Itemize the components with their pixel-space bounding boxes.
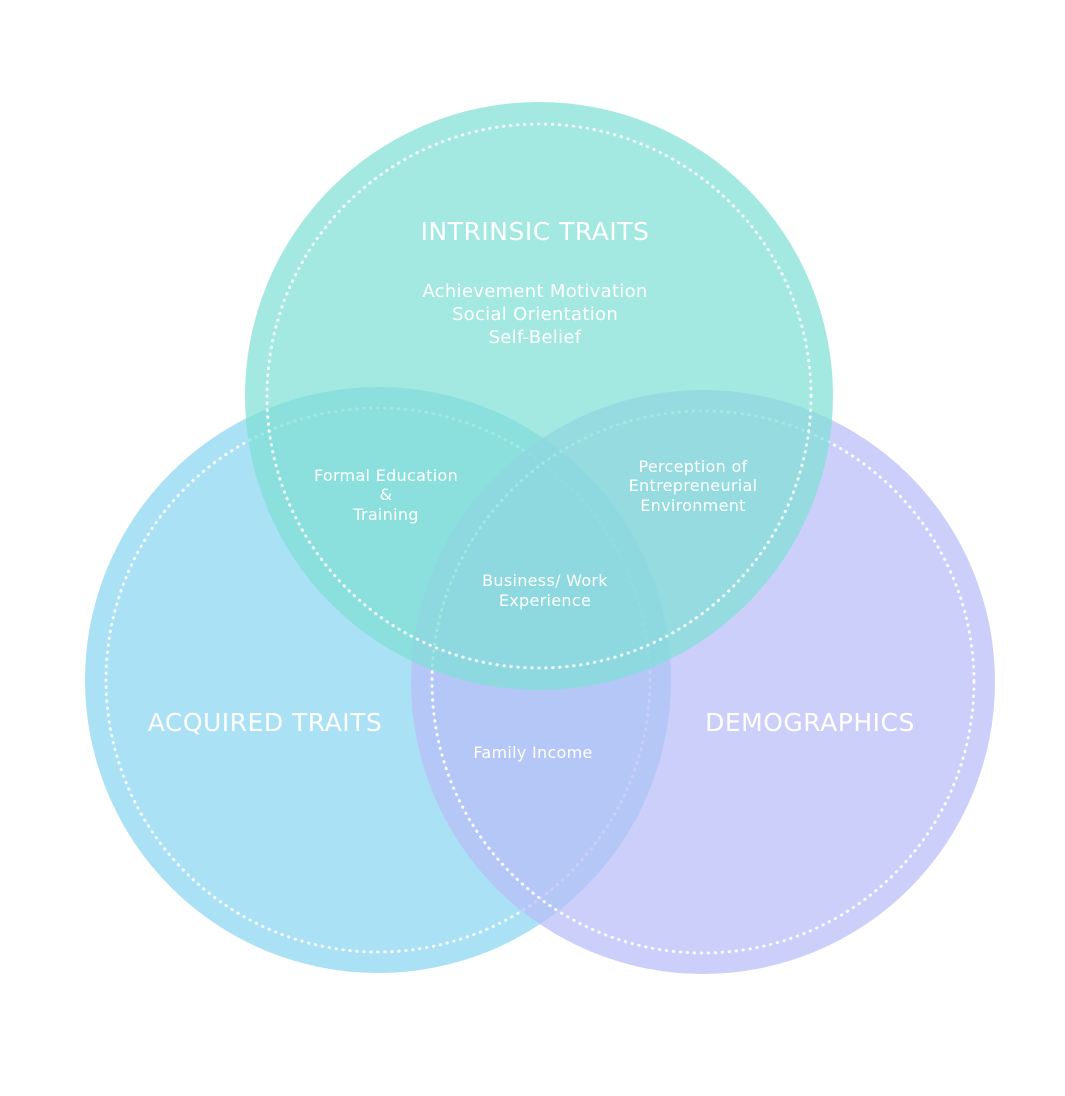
overlap-intrinsic-acquired-line: & [380, 485, 393, 504]
overlap-intrinsic-demographics-line: Perception of [638, 457, 747, 476]
circle-intrinsic [245, 102, 833, 690]
acquired-title: ACQUIRED TRAITS [148, 708, 383, 737]
intrinsic-title: INTRINSIC TRAITS [421, 217, 650, 246]
overlap-intrinsic-acquired-line: Training [352, 505, 419, 524]
overlap-center-line: Experience [499, 591, 591, 610]
overlap-intrinsic-acquired-line: Formal Education [314, 466, 458, 485]
overlap-intrinsic-demographics-line: Entrepreneurial [629, 476, 758, 495]
overlap-intrinsic-demographics-line: Environment [640, 496, 745, 515]
intrinsic-item: Self-Belief [489, 327, 582, 348]
overlap-acquired-demographics-line: Family Income [473, 743, 592, 762]
demographics-title: DEMOGRAPHICS [705, 708, 915, 737]
intrinsic-item: Achievement Motivation [422, 281, 647, 302]
overlap-center-line: Business/ Work [482, 571, 608, 590]
intrinsic-item: Social Orientation [452, 304, 618, 325]
